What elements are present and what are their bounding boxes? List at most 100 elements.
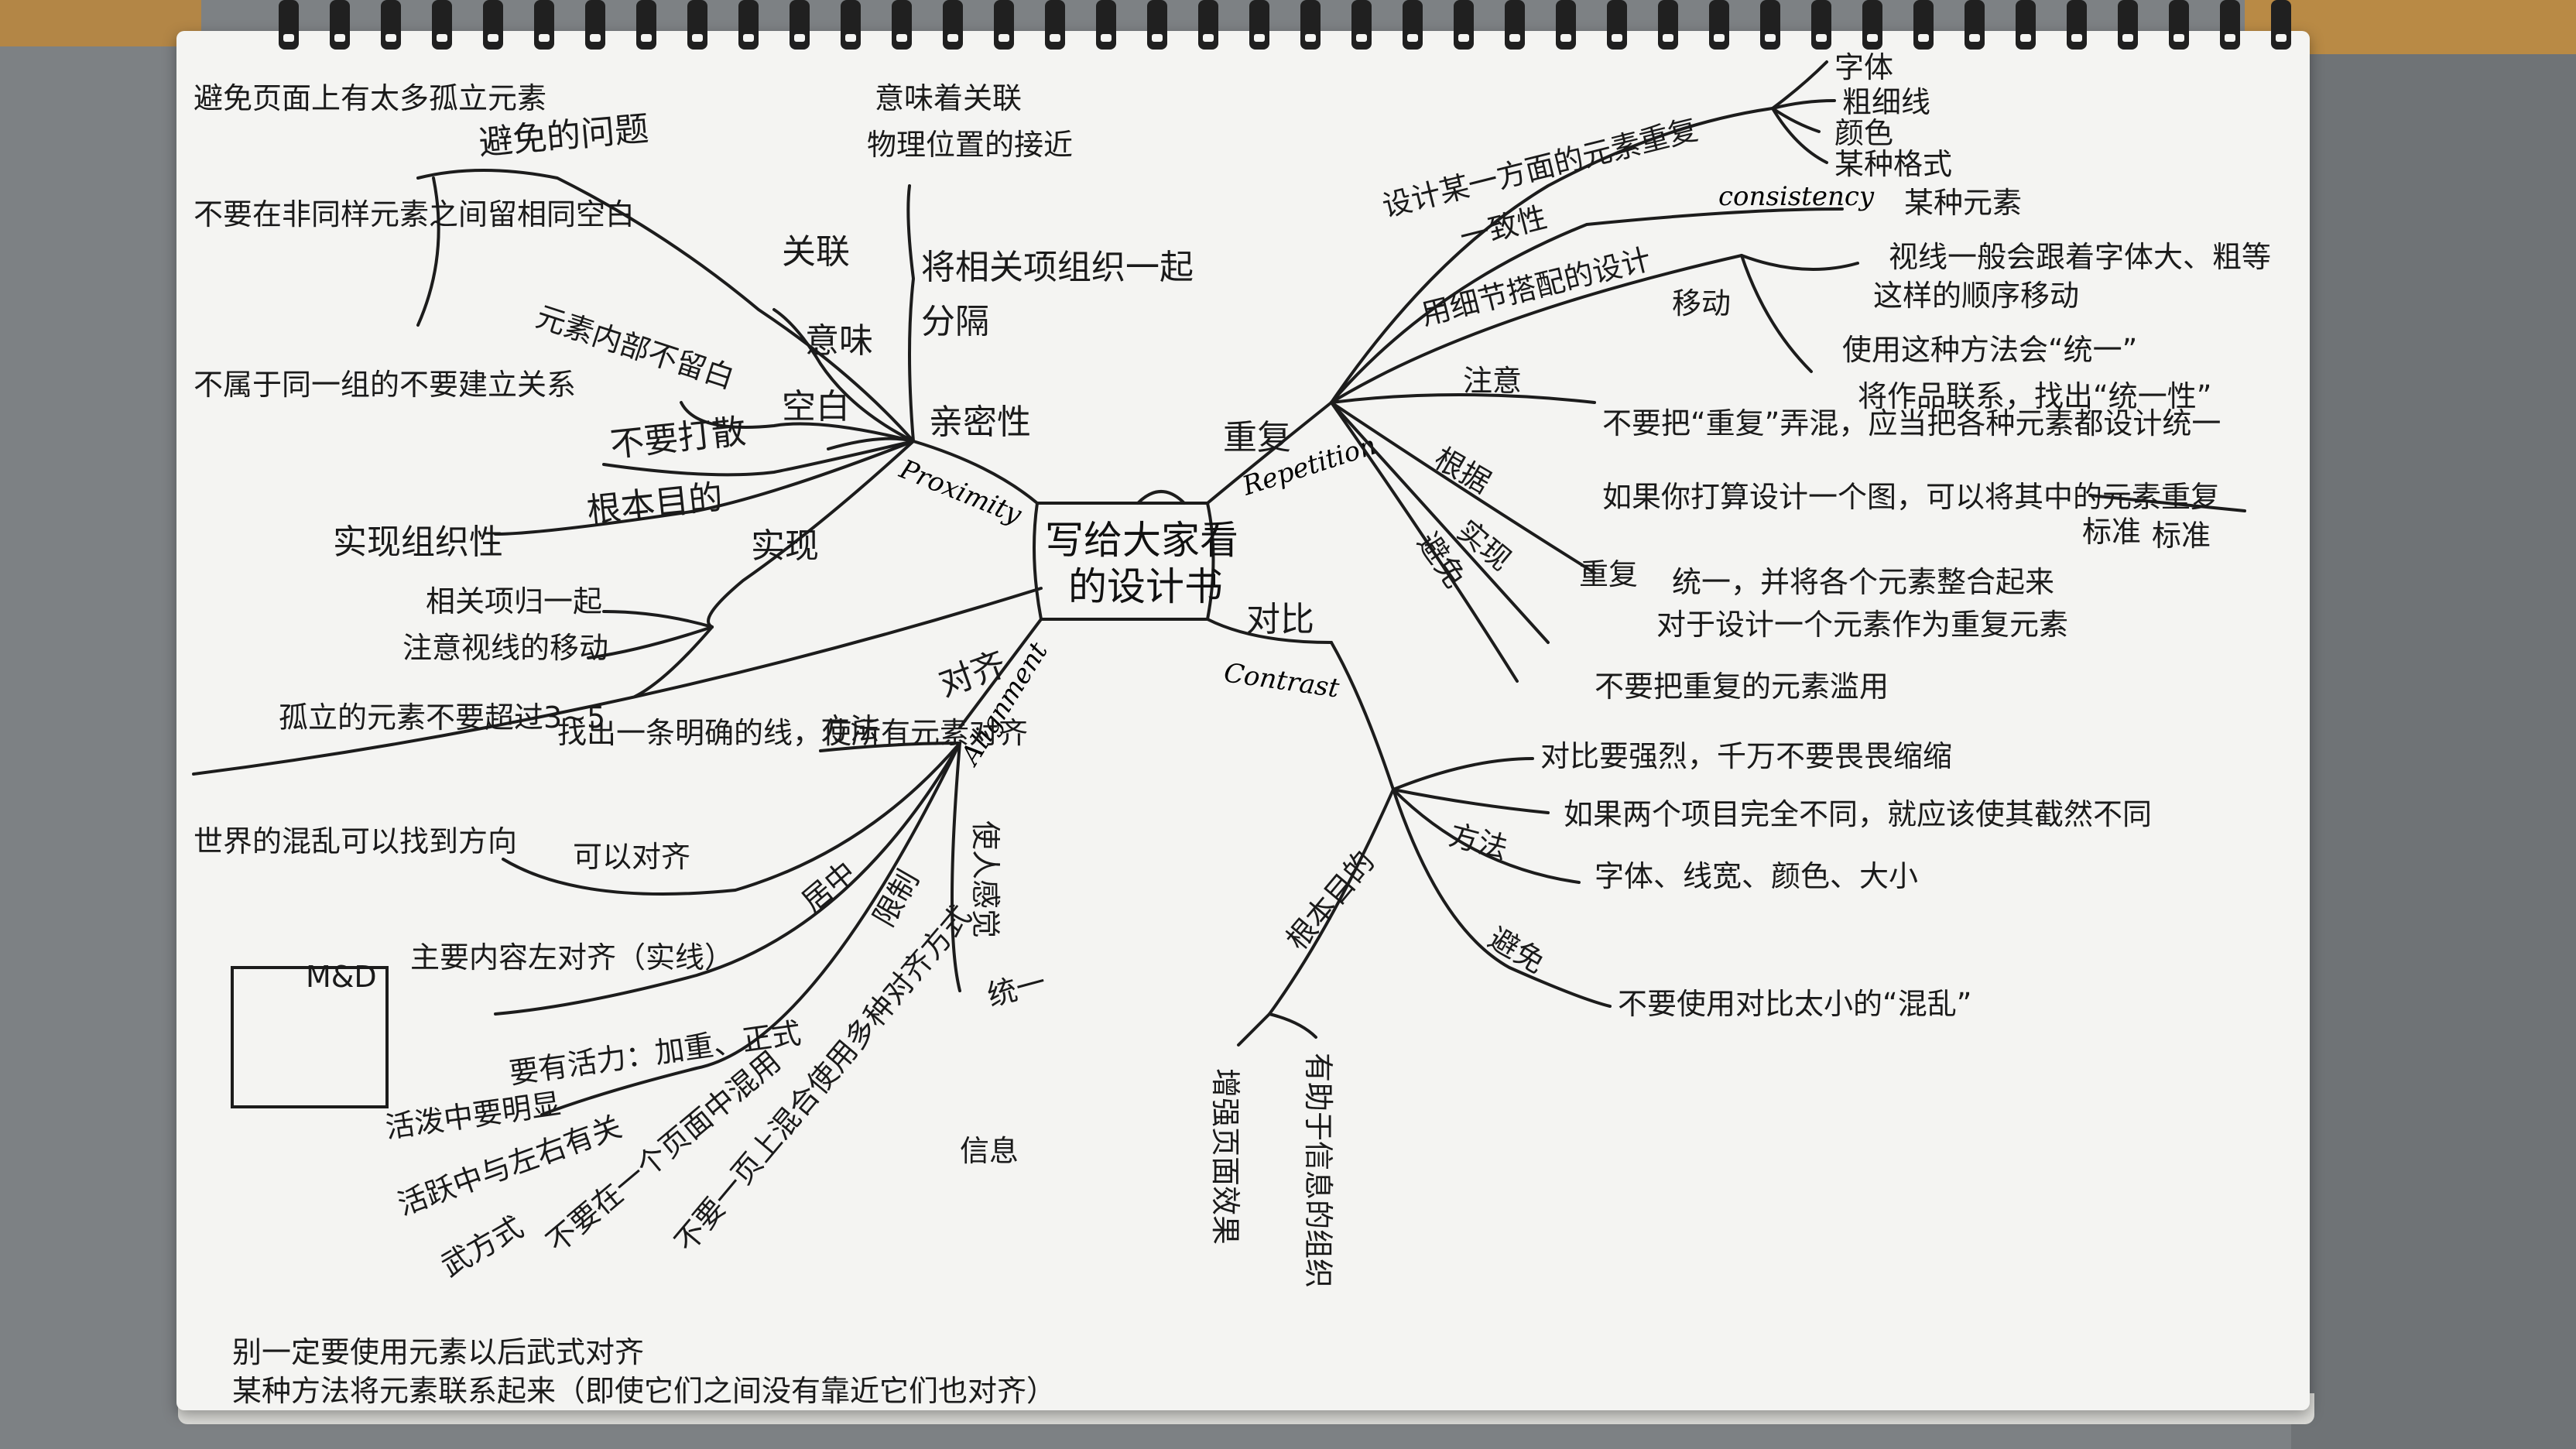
consistency-en: consistency bbox=[1718, 181, 1875, 212]
binding-ring bbox=[636, 0, 656, 50]
flow: 这样的顺序移动 bbox=[1873, 279, 2079, 313]
line-width: 粗细线 bbox=[1842, 85, 1930, 119]
own-design: 对于设计一个元素作为重复元素 bbox=[1656, 608, 2068, 642]
world-text: 世界的混乱可以找到方向 bbox=[194, 824, 517, 858]
binding-ring bbox=[1658, 0, 1678, 50]
binding-ring bbox=[330, 0, 350, 50]
some-format: 某种格式 bbox=[1834, 147, 1952, 181]
binding-ring bbox=[738, 0, 759, 50]
info: 信息 bbox=[960, 1134, 1019, 1168]
repeat-word: 重复 bbox=[1579, 557, 1638, 591]
avoid-too-much: 不要把重复的元素滥用 bbox=[1595, 670, 1889, 704]
logo-rep: 如果你打算设计一个图，可以将其中的元素重复 bbox=[1602, 480, 2220, 514]
root-a: 根据 bbox=[1429, 441, 1497, 500]
binding-ring bbox=[790, 0, 810, 50]
find-lines: 找出一条明确的线，使所有元素对齐 bbox=[557, 716, 1028, 750]
binding-ring bbox=[1811, 0, 1831, 50]
avoid-text: 不要使用对比太小的“混乱” bbox=[1618, 987, 1971, 1021]
mod: 主要内容左对齐（实线） bbox=[410, 940, 734, 975]
realize-org: 实现组织性 bbox=[333, 522, 503, 562]
connect: 将作品联系，找出“统一性” bbox=[1858, 379, 2211, 413]
binding-ring bbox=[994, 0, 1014, 50]
font: 字体 bbox=[1834, 50, 1893, 84]
binding-ring bbox=[1709, 0, 1729, 50]
binding-ring bbox=[2118, 0, 2138, 50]
contrast-en-label: Contrast bbox=[1222, 657, 1341, 704]
meaning: 意味 bbox=[805, 321, 873, 361]
use-center: 活泼中要明显 bbox=[383, 1087, 563, 1145]
organize: 有助于信息的组织 bbox=[1301, 1053, 1335, 1288]
gap-problem: 避免的问题 bbox=[478, 109, 651, 163]
binding-ring bbox=[1403, 0, 1423, 50]
phys-near: 物理位置的接近 bbox=[867, 128, 1073, 162]
binding-ring bbox=[1096, 0, 1116, 50]
method: 方法 bbox=[820, 712, 879, 746]
if-not-same: 如果两个项目完全不同，就应该使其截然不同 bbox=[1564, 797, 2152, 831]
mark-b: 标准 bbox=[2152, 519, 2211, 553]
color: 颜色 bbox=[1834, 116, 1893, 150]
keep-near: 将相关项组织一起 bbox=[921, 248, 1194, 287]
binding-ring bbox=[1351, 0, 1372, 50]
mark-a: 标准 bbox=[2082, 515, 2141, 549]
alignment-sketch-box bbox=[231, 966, 389, 1108]
binding-ring bbox=[2067, 0, 2087, 50]
binding-ring bbox=[1147, 0, 1167, 50]
move-eye: 移动 bbox=[1672, 286, 1731, 320]
binding-ring bbox=[585, 0, 605, 50]
mind-eyes: 注意视线的移动 bbox=[402, 631, 608, 665]
relation: 关联 bbox=[782, 232, 850, 272]
group-items: 相关项归一起 bbox=[426, 584, 602, 618]
notebook-page bbox=[176, 31, 2310, 1410]
alt-order: 视线一般会跟着字体大、粗等 bbox=[1889, 240, 2271, 274]
binding-ring bbox=[1760, 0, 1780, 50]
proximity-label: 亲密性 bbox=[929, 402, 1031, 442]
purpose: 根本目的 bbox=[585, 478, 724, 531]
contrast-label: 对比 bbox=[1246, 600, 1314, 639]
purpose-align: 使人感觉 bbox=[968, 820, 1002, 938]
binding-ring bbox=[2271, 0, 2291, 50]
struck-text: 某种元素 bbox=[1904, 186, 2022, 220]
bottom-note-1: 别一定要使用元素以后武式对齐 bbox=[232, 1335, 644, 1369]
bottom-note-2: 某种方法将元素联系起来（即使它们之间没有靠近它们也对齐） bbox=[232, 1374, 1056, 1408]
strategy: 方法 bbox=[1446, 817, 1512, 865]
no-whitespace-same: 不要在非同样元素之间留相同空白 bbox=[194, 197, 635, 231]
related-phys: 意味着关联 bbox=[875, 81, 1022, 115]
do-not-scatter: 不要打散 bbox=[608, 412, 748, 465]
binding-ring bbox=[432, 0, 452, 50]
binding-ring bbox=[279, 0, 299, 50]
binding-ring bbox=[1607, 0, 1627, 50]
center-title-line1: 写给大家看 bbox=[1045, 518, 1238, 563]
binding-ring bbox=[1300, 0, 1321, 50]
unify: 统一，并将各个元素整合起来 bbox=[1672, 565, 2054, 599]
binding-ring bbox=[841, 0, 861, 50]
binding-ring bbox=[1045, 0, 1065, 50]
binding-ring bbox=[1556, 0, 1576, 50]
enhance: 增强页面效果 bbox=[1208, 1068, 1242, 1245]
binding-ring bbox=[1505, 0, 1525, 50]
binding-ring bbox=[687, 0, 707, 50]
branch-contrast: 对比 Contrast 对比要强烈，千万不要畏畏缩缩 如果两个项目完全不同，就应… bbox=[1208, 600, 2152, 1288]
unify-align: 统一 bbox=[984, 965, 1050, 1013]
sep: 分隔 bbox=[921, 302, 989, 341]
binding-ring bbox=[1913, 0, 1934, 50]
desk-wood-left bbox=[0, 0, 201, 46]
binding-ring bbox=[943, 0, 963, 50]
binding-ring bbox=[381, 0, 401, 50]
contrast-avoid-strong: 对比要强烈，千万不要畏畏缩缩 bbox=[1540, 739, 1952, 773]
formal: 武方式 bbox=[436, 1210, 529, 1283]
note: 注意 bbox=[1463, 364, 1522, 398]
binding-ring bbox=[892, 0, 912, 50]
box-mad: M&D bbox=[306, 960, 377, 994]
branch-alignment: 对齐 Alignment 方法 找出一条明确的线，使所有元素对齐 可以对齐 世界… bbox=[194, 636, 1056, 1408]
inner-world: 可以对齐 bbox=[573, 840, 690, 874]
no-relation: 不属于同一组的不要建立关系 bbox=[194, 368, 576, 402]
binding-ring bbox=[2169, 0, 2189, 50]
too-many: 避免页面上有太多孤立元素 bbox=[194, 81, 546, 115]
binding-ring bbox=[1249, 0, 1269, 50]
center-node: 写给大家看 的设计书 bbox=[1033, 490, 1238, 621]
isolated-limit: 孤立的元素不要超过3~5 bbox=[279, 701, 605, 735]
binding-ring bbox=[483, 0, 503, 50]
binding-ring bbox=[1862, 0, 1882, 50]
binding-ring bbox=[1965, 0, 1985, 50]
